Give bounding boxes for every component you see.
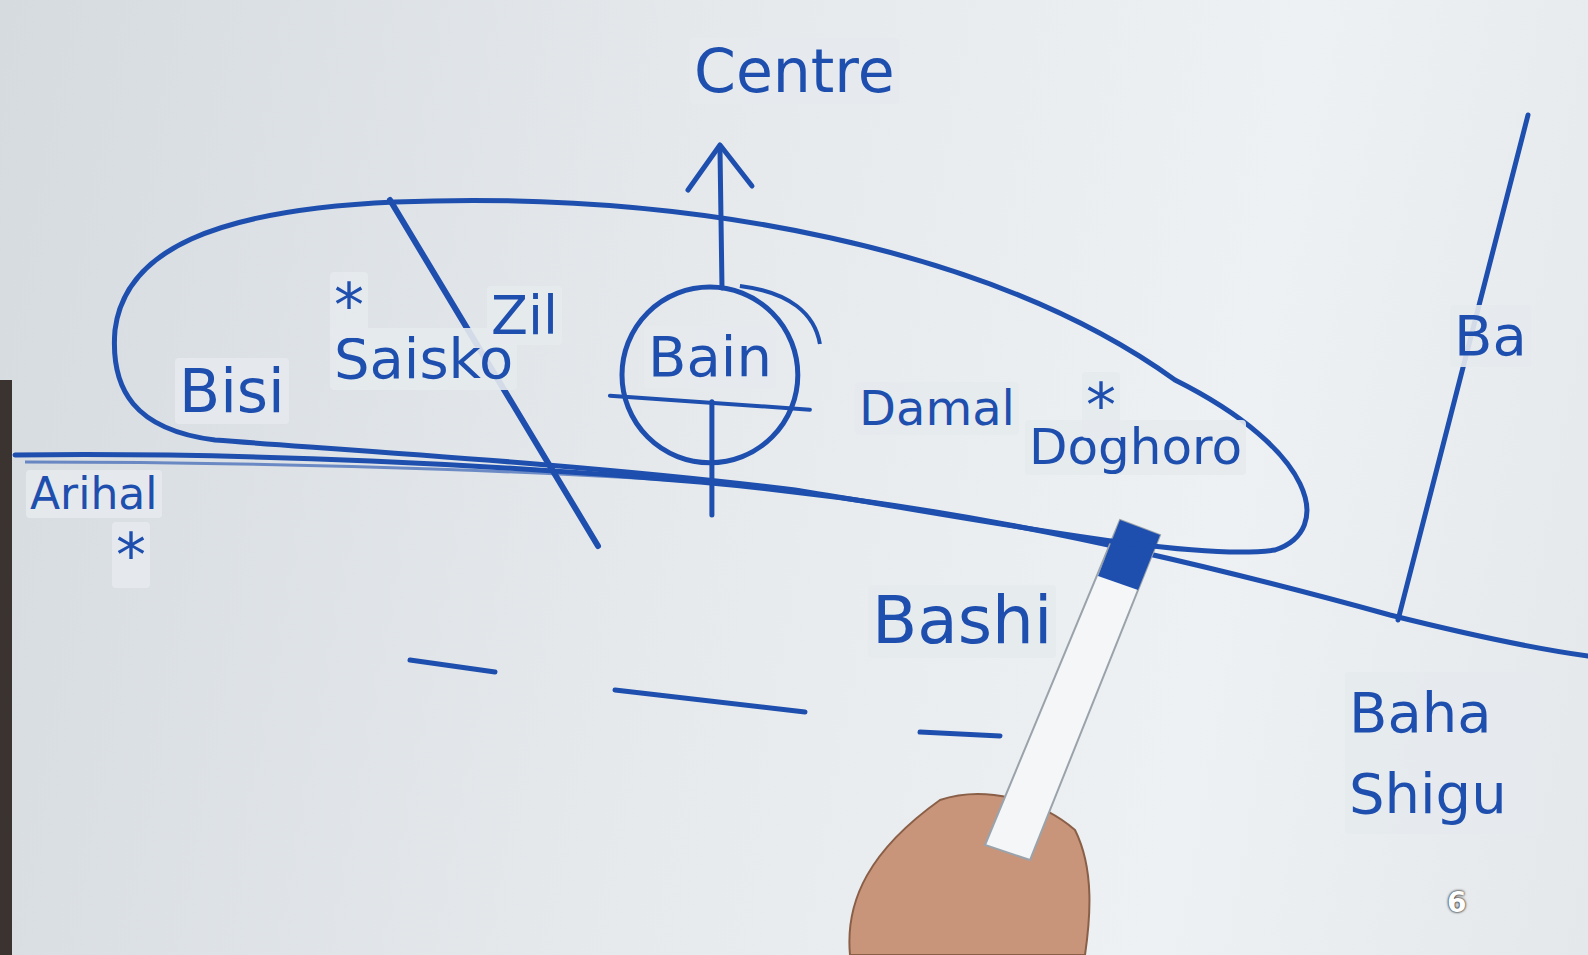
road-line <box>15 455 1588 656</box>
dash-mark <box>920 732 1000 736</box>
place-name: Bain <box>644 326 776 388</box>
cross-line <box>709 402 714 515</box>
boundary-line <box>1398 115 1528 620</box>
place-name: Damal <box>855 382 1019 435</box>
marker-pen <box>985 520 1160 860</box>
dash-mark <box>410 660 495 672</box>
dash-mark <box>615 690 805 712</box>
place-label: Centre <box>690 38 899 104</box>
town-circle: Bain <box>619 284 801 466</box>
page-number: 6 <box>1443 888 1470 919</box>
hand <box>849 794 1089 955</box>
place-label: Arihal <box>26 470 162 518</box>
place-label: Baha Shigu <box>1345 672 1543 834</box>
place-name: Zil <box>487 286 562 345</box>
region-border <box>114 200 1307 552</box>
arrow-head <box>688 145 752 190</box>
region-outline: BainBisiSaiskoZilDamalDoghoro <box>95 190 1395 570</box>
marker-star: * <box>330 272 368 338</box>
marker-star: * <box>1082 372 1120 438</box>
board-frame <box>0 380 12 955</box>
marker-star: * <box>112 522 150 588</box>
marker-tip <box>1098 520 1160 590</box>
place-name: Doghoro <box>1025 420 1246 475</box>
place-name: Bisi <box>175 358 289 424</box>
place-label: Ba <box>1450 305 1531 367</box>
place-label: Bashi <box>868 585 1056 658</box>
